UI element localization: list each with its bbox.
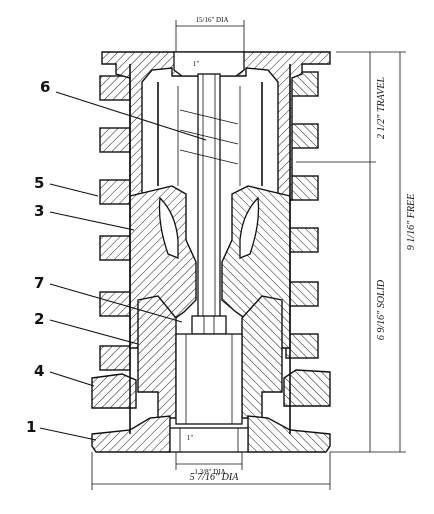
top-inner-label: 1" — [193, 60, 200, 68]
leader-lines — [39, 91, 207, 441]
base-plate — [91, 415, 331, 453]
bottom-bore-label: 1 3/8" DIA — [194, 468, 225, 476]
overall-dia-label: 5 7/16" DIA — [190, 472, 240, 483]
base-inner-label: 1" — [187, 434, 194, 442]
callout-6: 6 — [40, 78, 50, 96]
callout-4: 4 — [34, 362, 44, 380]
top-cap — [101, 51, 331, 201]
callout-numbers: 6 5 3 7 2 4 1 — [26, 78, 50, 436]
callout-7: 7 — [34, 274, 44, 292]
top-bore-dimension: 15/16" DIA 1" — [175, 16, 245, 68]
inner-sleeve — [157, 82, 263, 186]
travel-label: 2 1/2" TRAVEL — [376, 77, 387, 139]
lower-body — [137, 295, 283, 425]
spring-coils-left — [99, 75, 131, 371]
callout-2: 2 — [34, 310, 44, 328]
flange-ring — [91, 369, 331, 409]
free-label: 9 1/16" FREE — [406, 194, 417, 250]
top-bore-label: 15/16" DIA — [196, 16, 229, 24]
callout-1: 1 — [26, 418, 36, 436]
center-rod — [191, 73, 227, 335]
callout-5: 5 — [34, 174, 44, 192]
outer-casing — [129, 64, 291, 434]
callout-3: 3 — [34, 202, 44, 220]
bottom-dimensions: 1" 1 3/8" DIA 5 7/16" DIA — [91, 434, 331, 490]
vertical-dimensions: 2 1/2" TRAVEL 6 9/16" SOLID 9 1/16" FREE — [296, 51, 417, 453]
solid-label: 6 9/16" SOLID — [376, 279, 387, 340]
